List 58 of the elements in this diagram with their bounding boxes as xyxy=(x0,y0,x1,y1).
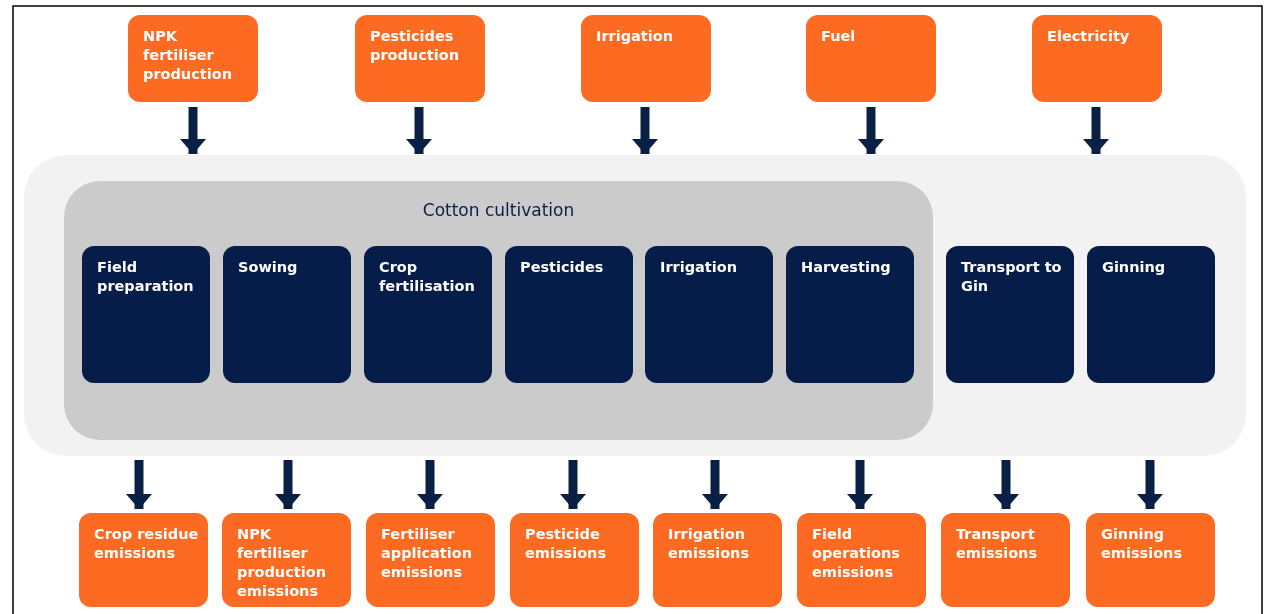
process-box xyxy=(364,246,492,383)
process-box xyxy=(223,246,351,383)
source-box xyxy=(806,15,936,102)
arrow xyxy=(847,460,873,509)
emission-box xyxy=(222,513,351,607)
box-label: Irrigation emissions xyxy=(668,525,751,563)
emission-box xyxy=(79,513,208,607)
arrow xyxy=(702,460,728,509)
lifecycle-band xyxy=(24,155,1246,456)
arrow xyxy=(417,460,443,509)
process-box xyxy=(505,246,633,383)
box-label: Ginning xyxy=(1102,258,1167,277)
arrow xyxy=(1083,107,1109,154)
emission-box xyxy=(1086,513,1215,607)
box-label: Field preparation xyxy=(97,258,195,296)
box-label: Crop fertilisation xyxy=(379,258,476,296)
box-label: Crop residue emissions xyxy=(94,525,200,563)
process-box xyxy=(946,246,1074,383)
box-label: NPK fertiliser production emissions xyxy=(237,525,327,601)
box-label: Pesticide emissions xyxy=(525,525,608,563)
stage-group xyxy=(64,181,933,440)
box-label: NPK fertiliser production xyxy=(143,27,233,84)
box-label: Pesticides production xyxy=(370,27,460,65)
box-label: Fuel xyxy=(821,27,857,46)
source-box xyxy=(355,15,485,102)
box-label: Irrigation xyxy=(596,27,675,46)
source-box xyxy=(1032,15,1162,102)
arrow xyxy=(1137,460,1163,509)
arrow xyxy=(180,107,206,154)
emission-box xyxy=(366,513,495,607)
arrow xyxy=(560,460,586,509)
process-box xyxy=(82,246,210,383)
emission-box xyxy=(510,513,639,607)
box-label: Harvesting xyxy=(801,258,892,277)
box-label: Transport emissions xyxy=(956,525,1039,563)
emission-box xyxy=(941,513,1070,607)
process-box xyxy=(786,246,914,383)
box-label: Ginning emissions xyxy=(1101,525,1184,563)
source-box xyxy=(581,15,711,102)
box-label: Electricity xyxy=(1047,27,1131,46)
emission-box xyxy=(653,513,782,607)
box-label: Transport to Gin xyxy=(961,258,1063,296)
arrow xyxy=(406,107,432,154)
arrow xyxy=(126,460,152,509)
box-label: Field operations emissions xyxy=(812,525,901,582)
group-title: Cotton cultivation xyxy=(421,201,576,220)
box-label: Sowing xyxy=(238,258,299,277)
process-box xyxy=(1087,246,1215,383)
source-box xyxy=(128,15,258,102)
arrow xyxy=(993,460,1019,509)
box-label: Fertiliser application emissions xyxy=(381,525,474,582)
box-label: Irrigation xyxy=(660,258,739,277)
emission-box xyxy=(797,513,926,607)
box-label: Pesticides xyxy=(520,258,605,277)
process-box xyxy=(645,246,773,383)
arrow xyxy=(275,460,301,509)
arrow xyxy=(858,107,884,154)
arrow xyxy=(632,107,658,154)
